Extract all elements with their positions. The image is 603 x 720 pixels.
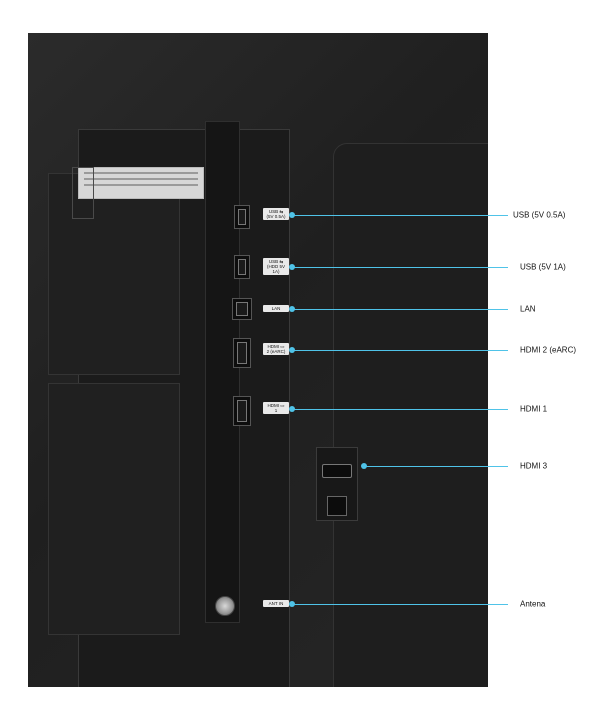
hdmi2-callout-dot [289, 347, 295, 353]
hdmi3-callout-dot [361, 463, 367, 469]
lan-caption: LAN [520, 304, 536, 314]
usb2-port-label: USB ⇆ (HDD 5V 1A) [263, 258, 289, 275]
hdmi2-port [233, 338, 251, 368]
hdmi2-port-label: HDMI ▭ 2 (eARC) [263, 343, 289, 355]
hdmi2-caption: HDMI 2 (eARC) [520, 345, 577, 355]
hdmi1-callout-line [292, 409, 508, 410]
antenna-callout-dot [289, 601, 295, 607]
tv-back-panel [28, 33, 488, 687]
antenna-connector [215, 596, 235, 616]
optical-port [327, 496, 347, 516]
right-back-panel [333, 143, 488, 687]
back-plate-lower [48, 383, 180, 635]
antenna-port-label: ANT IN [263, 600, 289, 607]
lan-port [232, 298, 252, 320]
usb2-callout-line [292, 267, 508, 268]
hdmi1-caption: HDMI 1 [520, 404, 548, 414]
hdmi3-module [316, 447, 358, 521]
usb1-port-label: USB ⇆ (5V 0.5A) [263, 208, 289, 220]
hdmi3-caption: HDMI 3 [520, 461, 548, 471]
lan-callout-line [292, 309, 508, 310]
usb-port-1 [234, 205, 250, 229]
antenna-caption: Antena [520, 599, 546, 609]
usb1-callout-dot [289, 212, 295, 218]
back-plate-upper [48, 173, 180, 375]
antenna-callout-line [292, 604, 508, 605]
hdmi1-callout-dot [289, 406, 295, 412]
usb2-caption: USB (5V 1A) [520, 262, 566, 272]
lan-callout-dot [289, 306, 295, 312]
hdmi-side-label [72, 167, 94, 219]
hdmi1-port-label: HDMI ▭ 1 [263, 402, 289, 414]
usb1-caption: USB (5V 0.5A) [513, 210, 566, 220]
dolby-sticker [78, 167, 204, 199]
hdmi3-callout-line [364, 466, 508, 467]
hdmi1-port [233, 396, 251, 426]
usb1-callout-line [292, 215, 508, 216]
hdmi3-port [322, 464, 352, 478]
port-strip [205, 121, 240, 623]
lan-port-label: LAN [263, 305, 289, 312]
usb2-callout-dot [289, 264, 295, 270]
usb-port-2 [234, 255, 250, 279]
hdmi2-callout-line [292, 350, 508, 351]
